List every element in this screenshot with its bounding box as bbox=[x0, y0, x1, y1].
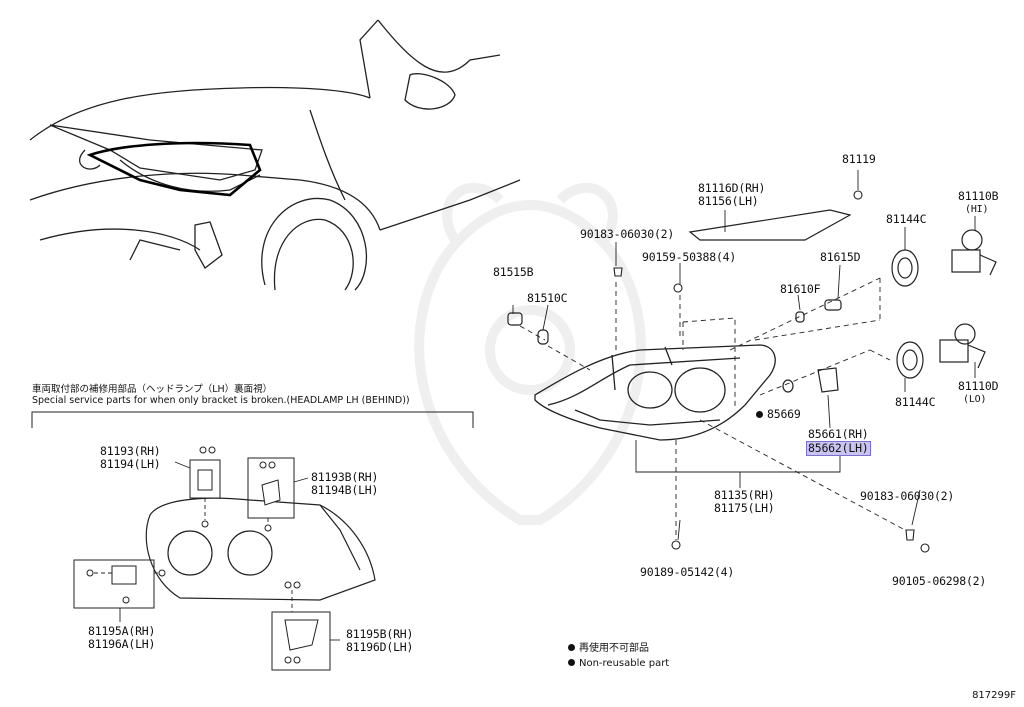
inset-title-en: Special service parts for when only brac… bbox=[32, 395, 410, 406]
leader-lines bbox=[512, 170, 976, 541]
label-85669-text: 85669 bbox=[767, 407, 801, 421]
legend-dot-icon bbox=[568, 659, 575, 666]
label-81195b: 81195B(RH) bbox=[346, 627, 414, 641]
label-81196a: 81196A(LH) bbox=[88, 637, 156, 651]
label-81110d: 81110D bbox=[958, 379, 999, 393]
label-81196d: 81196D(LH) bbox=[346, 640, 414, 654]
label-81195a: 81195A(RH) bbox=[88, 624, 156, 638]
bulb-hi bbox=[891, 229, 997, 287]
bulb-lo bbox=[896, 323, 986, 379]
label-81135: 81135(RH) bbox=[714, 488, 775, 502]
non-reusable-dot bbox=[756, 411, 763, 418]
legend: 再使用不可部品 Non-reusable part bbox=[568, 641, 669, 671]
trim-cover bbox=[688, 209, 852, 241]
legend-jp-text: 再使用不可部品 bbox=[579, 643, 649, 654]
inset-leaders bbox=[119, 461, 340, 641]
legend-en-text: Non-reusable part bbox=[579, 658, 670, 669]
inset-dashed bbox=[94, 498, 293, 612]
label-90189: 90189-05142(4) bbox=[640, 565, 735, 579]
label-85661: 85661(RH) bbox=[808, 427, 869, 441]
dashed-lines bbox=[519, 277, 906, 540]
label-81193b: 81193B(RH) bbox=[311, 470, 379, 484]
label-hi: (HI) bbox=[965, 204, 989, 215]
screws bbox=[613, 190, 930, 553]
watermark-emblem bbox=[414, 182, 646, 525]
inset-title-jp: 車両取付部の補修用部品（ヘッドランプ（LH）裏面視） bbox=[32, 384, 273, 395]
vehicle-headlamp-highlight bbox=[86, 141, 262, 197]
label-81156: 81156(LH) bbox=[698, 194, 759, 208]
label-81119: 81119 bbox=[842, 152, 876, 166]
figure-number: 817299F bbox=[972, 690, 1016, 701]
label-85669: 85669 bbox=[756, 408, 801, 421]
legend-jp: 再使用不可部品 bbox=[568, 641, 669, 656]
label-81194b: 81194B(LH) bbox=[311, 483, 379, 497]
label-90105: 90105-06298(2) bbox=[892, 574, 987, 588]
label-81110b: 81110B bbox=[958, 189, 999, 203]
label-90183-top: 90183-06030(2) bbox=[580, 227, 675, 241]
inset-headlamp-back bbox=[145, 497, 376, 601]
label-81610f: 81610F bbox=[780, 282, 821, 296]
label-81510c: 81510C bbox=[527, 291, 568, 305]
label-90159: 90159-50388(4) bbox=[642, 250, 737, 264]
inset-parts bbox=[86, 446, 319, 664]
label-81144c-bot: 81144C bbox=[895, 395, 936, 409]
headlamp-assembly bbox=[534, 344, 776, 441]
legend-dot-icon bbox=[568, 644, 575, 651]
vehicle-outline bbox=[29, 19, 521, 291]
label-lo: (LO) bbox=[963, 394, 987, 405]
inset-part-boxes bbox=[73, 457, 331, 671]
label-81175: 81175(LH) bbox=[714, 501, 775, 515]
label-81193: 81193(RH) bbox=[100, 444, 161, 458]
label-85662-highlighted[interactable]: 85662(LH) bbox=[806, 441, 871, 456]
inset-frame bbox=[31, 411, 474, 428]
label-81144c-top: 81144C bbox=[886, 212, 927, 226]
label-81194: 81194(LH) bbox=[100, 457, 161, 471]
label-81515b: 81515B bbox=[493, 265, 534, 279]
label-81116d: 81116D(RH) bbox=[698, 181, 766, 195]
label-81615d: 81615D bbox=[820, 250, 861, 264]
label-90183-bot: 90183-06030(2) bbox=[860, 489, 955, 503]
legend-en: Non-reusable part bbox=[568, 656, 669, 671]
